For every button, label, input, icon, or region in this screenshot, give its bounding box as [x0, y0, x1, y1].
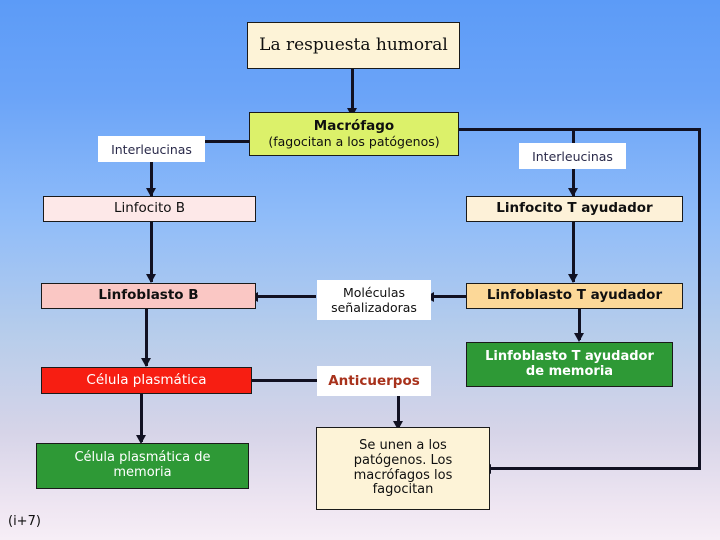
- node-interleucinas-left-label: Interleucinas: [111, 141, 192, 157]
- connector-macrofago-right-horizontal: [458, 128, 701, 131]
- node-macrofago[interactable]: Macrófago (fagocitan a los patógenos): [249, 112, 459, 156]
- node-interleucinas-right[interactable]: Interleucinas: [519, 143, 626, 169]
- node-se-unen-patogenos[interactable]: Se unen a los patógenos. Los macrófagos …: [316, 427, 490, 510]
- node-interleucinas-right-label: Interleucinas: [532, 148, 613, 164]
- connector-linfoblasto-t-to-moleculas: [432, 295, 466, 298]
- node-anticuerpos-label: Anticuerpos: [328, 372, 420, 389]
- connector-linfoblasto-b-to-celula-plasmatica: [145, 308, 148, 366]
- node-linfocito-b[interactable]: Linfocito B: [43, 196, 256, 222]
- node-moleculas-senalizadoras-label: Moléculas señalizadoras: [331, 285, 417, 315]
- node-macrofago-line2: (fagocitan a los patógenos): [268, 133, 440, 149]
- arrowhead-interleucinas-left-to-linfocito-b: [146, 188, 156, 197]
- node-celula-plasmatica[interactable]: Célula plasmática: [41, 367, 252, 394]
- node-celula-plasmatica-memoria[interactable]: Célula plasmática de memoria: [36, 443, 249, 489]
- connector-anticuerpos-to-se-unen: [397, 396, 400, 428]
- node-linfocito-b-label: Linfocito B: [113, 200, 186, 217]
- connector-interleucinas-left-to-linfocito-b: [150, 170, 153, 196]
- node-title-label: La respuesta humoral: [259, 34, 448, 55]
- node-celula-plasmatica-label: Célula plasmática: [86, 371, 207, 388]
- corner-note-label: (i+7): [8, 514, 41, 529]
- connector-right-rail-vertical: [698, 128, 701, 470]
- node-linfoblasto-t-ayudador-label: Linfoblasto T ayudador: [486, 287, 663, 304]
- connector-right-rail-bottom-horizontal: [489, 467, 701, 470]
- node-linfoblasto-t-ayudador[interactable]: Linfoblasto T ayudador: [466, 283, 683, 309]
- connector-celula-plasmatica-to-memoria: [140, 394, 143, 442]
- arrowhead-linfoblasto-t-to-memoria: [574, 333, 584, 342]
- node-interleucinas-left[interactable]: Interleucinas: [98, 136, 205, 162]
- connector-moleculas-to-linfoblasto-b: [256, 295, 316, 298]
- arrowhead-celula-plasmatica-to-memoria: [136, 435, 146, 444]
- corner-note: (i+7): [8, 514, 41, 529]
- node-se-unen-patogenos-label: Se unen a los patógenos. Los macrófagos …: [353, 437, 453, 498]
- arrowhead-interleucinas-right-to-linfocito-t: [568, 188, 578, 197]
- arrowhead-linfocito-t-to-linfoblasto-t: [568, 274, 578, 283]
- arrowhead-linfocito-b-to-linfoblasto-b: [146, 274, 156, 283]
- node-title-la-respuesta-humoral[interactable]: La respuesta humoral: [247, 22, 460, 69]
- node-linfocito-t-ayudador[interactable]: Linfocito T ayudador: [466, 196, 683, 222]
- arrowhead-anticuerpos-to-se-unen: [393, 421, 403, 430]
- connector-title-to-macrofago: [351, 68, 354, 113]
- connector-to-interleucinas-right: [572, 128, 575, 145]
- connector-linfocito-t-to-linfoblasto-t: [572, 222, 575, 282]
- node-linfoblasto-t-ayudador-memoria-label: Linfoblasto T ayudador de memoria: [485, 348, 654, 379]
- arrowhead-linfoblasto-b-to-celula-plasmatica: [141, 358, 151, 367]
- node-linfoblasto-b[interactable]: Linfoblasto B: [41, 283, 256, 309]
- node-moleculas-senalizadoras[interactable]: Moléculas señalizadoras: [317, 280, 431, 320]
- connector-linfoblasto-t-to-memoria: [578, 308, 581, 340]
- node-linfoblasto-b-label: Linfoblasto B: [98, 287, 199, 304]
- connector-interleucinas-right-to-linfocito-t: [572, 169, 575, 196]
- connector-celula-plasmatica-to-anticuerpos: [252, 379, 317, 382]
- node-linfocito-t-ayudador-label: Linfocito T ayudador: [496, 200, 653, 217]
- node-anticuerpos[interactable]: Anticuerpos: [317, 366, 431, 396]
- node-linfoblasto-t-ayudador-memoria[interactable]: Linfoblasto T ayudador de memoria: [466, 342, 673, 387]
- node-celula-plasmatica-memoria-label: Célula plasmática de memoria: [74, 450, 211, 480]
- node-macrofago-line1: Macrófago: [313, 118, 395, 135]
- connector-linfocito-b-to-linfoblasto-b: [150, 222, 153, 282]
